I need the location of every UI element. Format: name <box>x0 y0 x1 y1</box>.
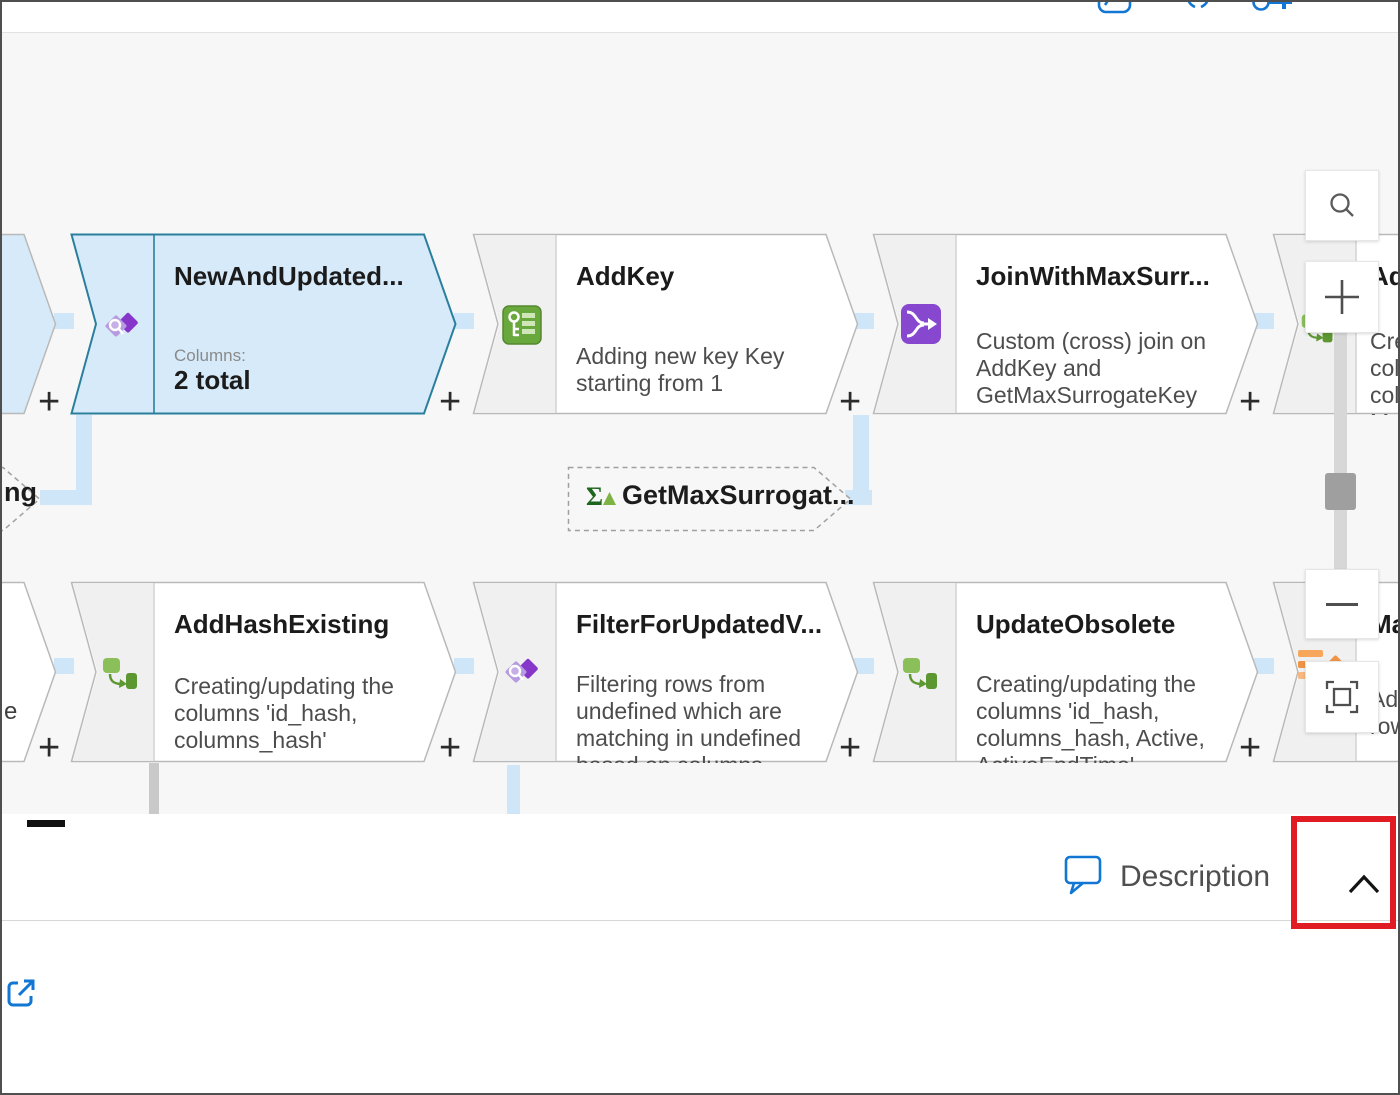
connector <box>149 763 159 814</box>
zoom-slider-thumb[interactable] <box>1325 473 1356 510</box>
add-transform-button[interactable]: + <box>38 381 61 423</box>
connector <box>454 313 474 329</box>
add-transform-button[interactable]: + <box>1239 381 1262 423</box>
connector <box>76 415 92 505</box>
search-button[interactable] <box>1305 170 1379 241</box>
aggregate-sigma-icon: Σ <box>586 482 616 511</box>
add-transform-button[interactable]: + <box>439 727 462 769</box>
connector <box>54 658 74 674</box>
ref-node-label: GetMaxSurrogat... <box>622 480 855 510</box>
node-text-fragment: e <box>4 698 18 725</box>
connector <box>854 313 874 329</box>
node-title: NewAndUpdated... <box>174 261 404 291</box>
node-filterforupdated[interactable]: FilterForUpdatedV... Filtering rows from… <box>472 581 859 763</box>
add-transform-button[interactable]: + <box>38 727 61 769</box>
exists-transform-icon <box>105 312 138 337</box>
connector <box>54 313 74 329</box>
node-partial-left-row2[interactable] <box>2 581 57 763</box>
chevron-up-icon <box>1348 874 1380 894</box>
horizontal-scrollbar-thumb[interactable] <box>27 820 65 827</box>
add-transform-button[interactable]: + <box>839 727 862 769</box>
columns-label: Columns: <box>174 346 246 365</box>
braces-partial-icon[interactable] <box>1181 2 1215 12</box>
zoom-out-button[interactable] <box>1305 569 1379 639</box>
connector <box>853 415 869 505</box>
node-description: Creating/updating the columns 'id_hash, … <box>174 673 394 753</box>
node-joinwithmaxsurr[interactable]: JoinWithMaxSurr... Custom (cross) join o… <box>872 233 1259 415</box>
columns-value: 2 total <box>174 365 251 395</box>
surrogate-key-icon <box>502 305 542 345</box>
description-label: Description <box>1120 860 1271 893</box>
ref-node-getmaxsurrogate[interactable]: GetMaxSurrogat... <box>567 466 855 532</box>
zoom-in-button[interactable] <box>1305 261 1379 333</box>
highlight-box <box>1291 816 1396 929</box>
dataflow-canvas[interactable]: + NewAndUpdated... Columns: 2 total + <box>2 33 1398 814</box>
key-partial-icon[interactable] <box>1251 2 1295 14</box>
connector <box>1254 658 1274 674</box>
connector <box>507 765 520 814</box>
ref-node-partial-left[interactable] <box>2 466 41 532</box>
node-title: AddKey <box>576 261 675 291</box>
connector <box>1254 313 1274 329</box>
comment-icon <box>1064 855 1102 895</box>
panel-divider <box>2 920 1398 921</box>
node-description: Creating/updating the columns 'id_hash, … <box>976 671 1205 763</box>
add-transform-button[interactable]: + <box>1239 727 1262 769</box>
node-title: AddHashExisting <box>174 609 390 639</box>
node-addhashexisting[interactable]: AddHashExisting Creating/updating the co… <box>70 581 457 763</box>
top-toolbar <box>2 2 1398 33</box>
node-description: Adding new key Key starting from 1 <box>576 343 785 396</box>
minus-icon <box>1326 602 1358 606</box>
notebook-partial-icon[interactable] <box>1096 2 1134 16</box>
node-partial-left-row1[interactable] <box>2 233 57 415</box>
add-transform-button[interactable]: + <box>839 381 862 423</box>
open-in-new-window-icon[interactable] <box>5 978 37 1010</box>
add-transform-button[interactable]: + <box>439 381 462 423</box>
node-title: JoinWithMaxSurr... <box>976 261 1210 291</box>
svg-text:Σ: Σ <box>586 482 603 511</box>
description-panel: Description <box>2 814 1398 1093</box>
exists-transform-icon <box>505 658 538 683</box>
connector <box>854 658 874 674</box>
derived-column-icon <box>103 658 137 689</box>
node-title: FilterForUpdatedV... <box>576 609 823 639</box>
ref-node-label-fragment: ng <box>4 477 37 507</box>
collapse-panel-button[interactable] <box>1334 862 1394 906</box>
plus-icon <box>1325 280 1359 314</box>
derived-column-icon <box>903 658 937 689</box>
fit-to-screen-icon <box>1325 680 1359 714</box>
node-description: Filtering rows from undefined which are … <box>576 671 802 763</box>
node-newandupdated[interactable]: NewAndUpdated... Columns: 2 total <box>70 233 457 415</box>
node-description: Cre col col M. <box>1370 328 1398 415</box>
node-title: UpdateObsolete <box>976 609 1176 639</box>
connector <box>454 658 474 674</box>
fit-to-screen-button[interactable] <box>1305 661 1379 733</box>
zoom-slider-track[interactable] <box>1334 333 1347 603</box>
search-icon <box>1330 192 1354 217</box>
join-icon <box>901 304 941 344</box>
node-description: Custom (cross) join on AddKey and GetMax… <box>976 328 1207 408</box>
